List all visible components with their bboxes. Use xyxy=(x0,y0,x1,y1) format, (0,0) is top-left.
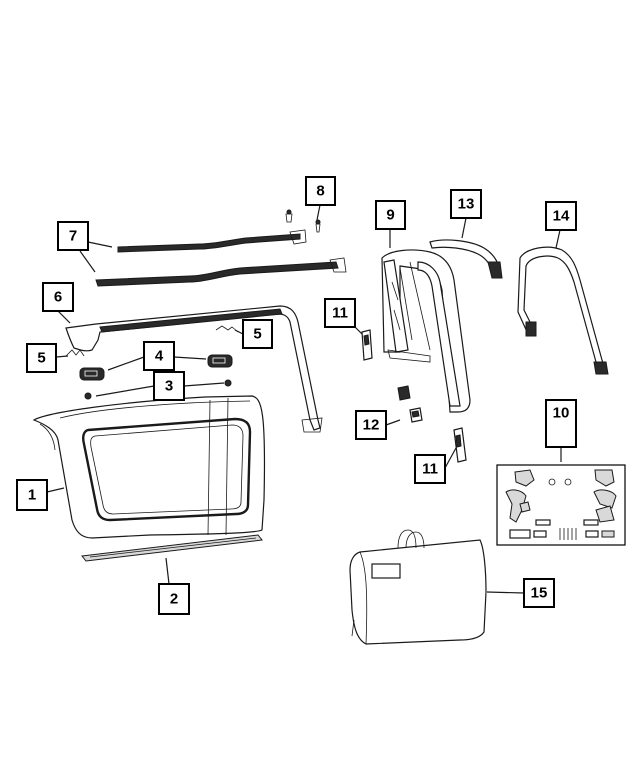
liftgate-glass-panel xyxy=(32,395,266,539)
door-brackets xyxy=(361,329,467,463)
callout-8-label: 8 xyxy=(316,183,324,200)
callout-15-label: 15 xyxy=(531,585,548,602)
callout-3-label: 3 xyxy=(165,378,173,395)
door-weatherstrip xyxy=(517,246,609,375)
callout-5-left-label: 5 xyxy=(37,350,45,367)
callout-11-upper-label: 11 xyxy=(332,305,348,322)
callout-2-label: 2 xyxy=(170,591,178,608)
hinge-blocks xyxy=(79,354,233,381)
screw-parts xyxy=(285,209,321,233)
callout-6: 6 xyxy=(42,282,74,312)
door-surround-frame xyxy=(381,249,471,413)
callout-1-label: 1 xyxy=(28,487,36,504)
header-weatherstrip xyxy=(65,305,323,433)
callout-3: 3 xyxy=(153,371,185,401)
callout-7-label: 7 xyxy=(69,228,77,245)
callout-4-label: 4 xyxy=(155,348,164,365)
callout-9-label: 9 xyxy=(386,207,394,224)
callout-8: 8 xyxy=(305,176,336,206)
callout-2: 2 xyxy=(158,583,190,615)
grommet-parts xyxy=(84,379,232,400)
roof-header-seal xyxy=(429,239,503,279)
callout-6-label: 6 xyxy=(54,289,62,306)
callout-13: 13 xyxy=(450,189,482,219)
callout-11-lower-label: 11 xyxy=(422,461,438,478)
hardware-kit xyxy=(496,464,626,546)
callout-10: 10 xyxy=(545,399,577,448)
callout-13-label: 13 xyxy=(458,196,475,213)
callout-7: 7 xyxy=(57,221,89,251)
callout-10-label: 10 xyxy=(553,405,570,422)
callout-11-upper: 11 xyxy=(324,298,356,328)
lower-seal-strip xyxy=(81,534,263,562)
callout-14-label: 14 xyxy=(553,208,570,225)
clip-fasteners xyxy=(65,325,239,357)
callout-5-right-label: 5 xyxy=(253,326,261,343)
callout-1: 1 xyxy=(16,479,48,511)
callout-9: 9 xyxy=(375,200,406,230)
storage-bag xyxy=(349,529,487,645)
callout-12-label: 12 xyxy=(363,417,380,434)
callout-5-left: 5 xyxy=(26,343,57,373)
callout-5-right: 5 xyxy=(242,319,273,349)
callout-11-lower: 11 xyxy=(414,454,446,484)
callout-14: 14 xyxy=(545,201,577,231)
rail-seals xyxy=(95,229,347,287)
latch-hardware xyxy=(397,385,423,423)
callout-12: 12 xyxy=(355,410,387,440)
callout-15: 15 xyxy=(523,578,555,608)
callout-4: 4 xyxy=(143,341,175,371)
leader-lines xyxy=(46,204,562,594)
